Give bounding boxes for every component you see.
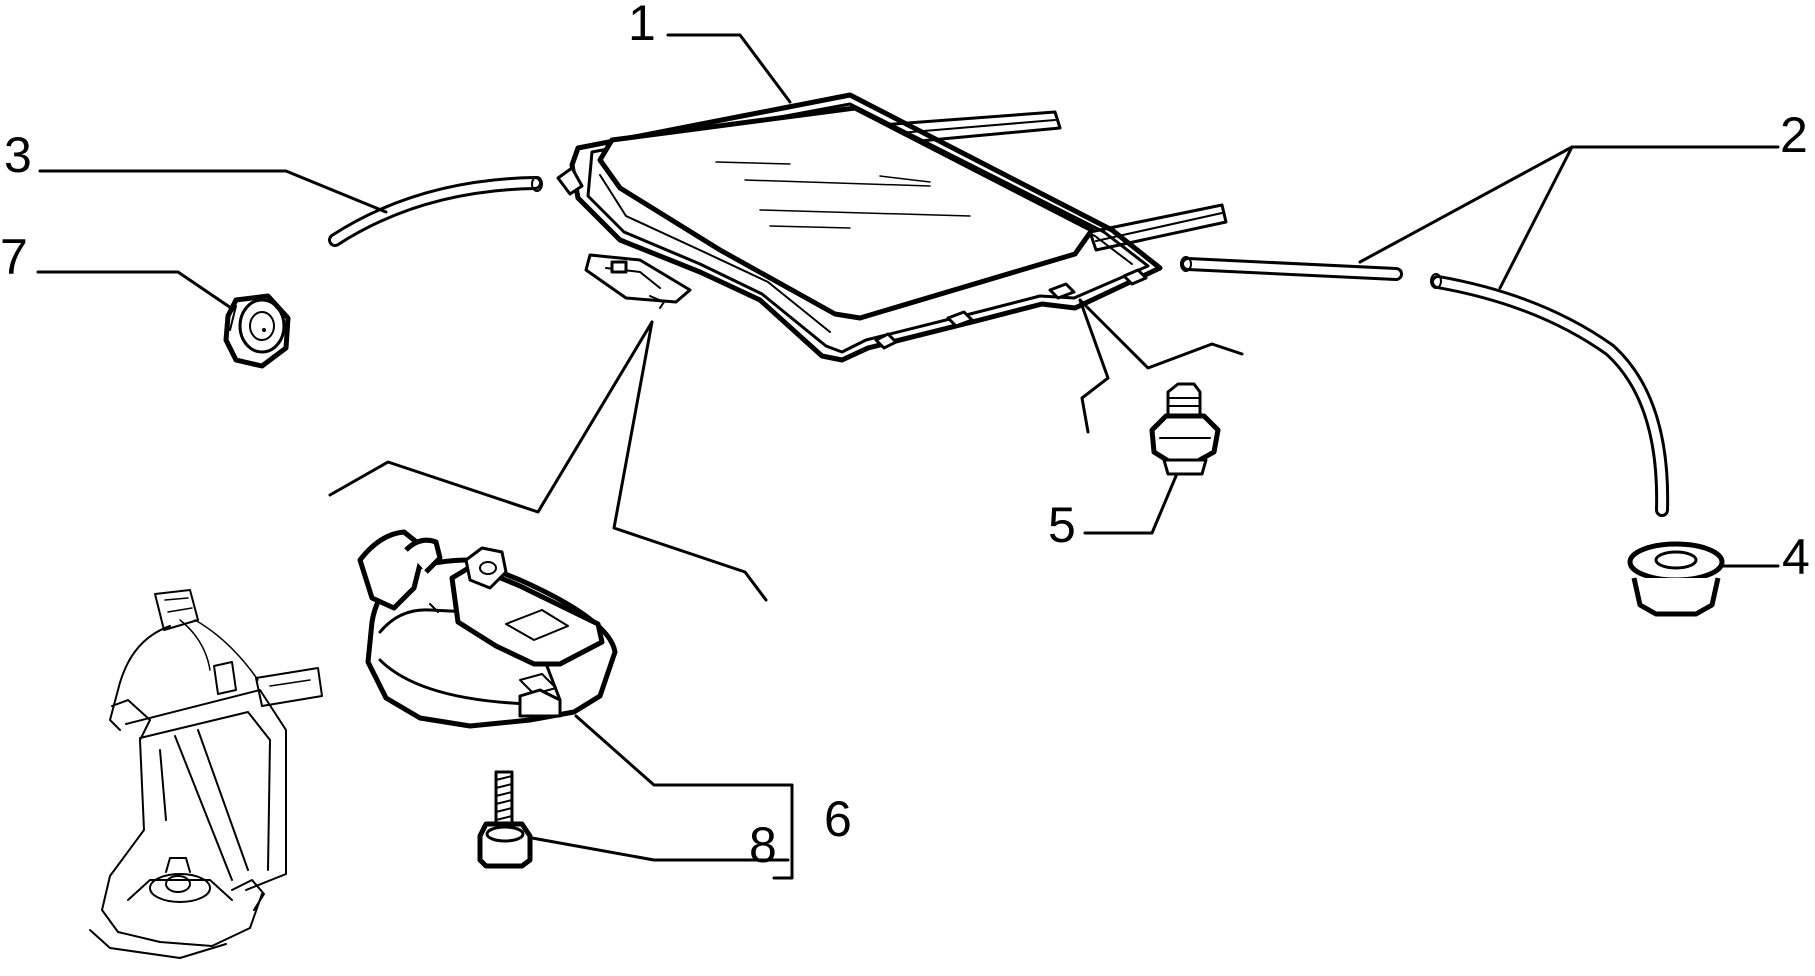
callout-7: 7 <box>0 229 28 285</box>
callout-3: 3 <box>4 127 32 183</box>
leader-lines <box>36 33 1780 880</box>
callout-5: 5 <box>1048 497 1076 553</box>
seal-grommet <box>223 293 291 369</box>
callout-1: 1 <box>628 0 656 51</box>
motor-screw <box>477 770 533 869</box>
callout-8: 8 <box>749 817 777 873</box>
hose-grommet <box>1627 541 1725 617</box>
fastener-clip <box>1149 382 1221 476</box>
drain-hose-left <box>328 176 543 247</box>
sunroof-motor <box>357 529 618 729</box>
panel-outer-frame <box>569 92 1163 363</box>
sunroof-panel-assembly <box>556 92 1228 363</box>
panel-mounting-lugs <box>874 268 1148 350</box>
callout-6: 6 <box>824 791 852 847</box>
motor-installed-ghost-view <box>89 589 323 959</box>
callout-2: 2 <box>1780 107 1808 163</box>
callout-labels: 1 2 3 4 5 6 7 8 <box>0 0 1810 873</box>
panel-front-bracket <box>584 253 692 309</box>
drain-hose-right <box>1180 256 1670 517</box>
callout-4: 4 <box>1782 529 1810 585</box>
